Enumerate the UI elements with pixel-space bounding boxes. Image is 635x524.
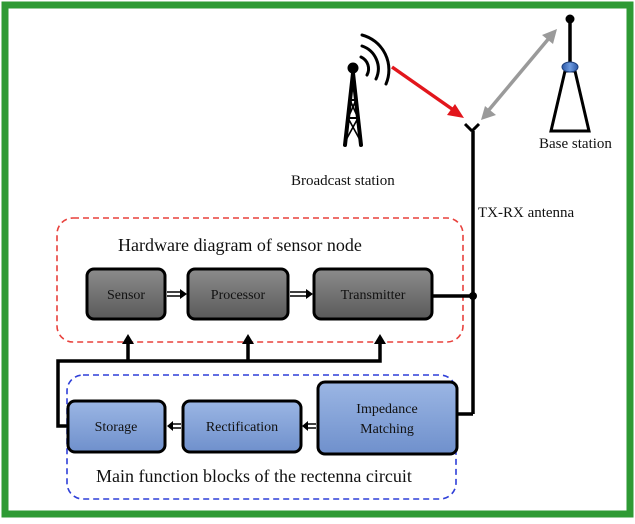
sensor-to-processor-arrow [167,289,187,299]
sensor-node-group [56,217,464,343]
broadcast-tower-icon [343,33,391,147]
sensor-block: Sensor [85,267,167,321]
svg-text:Matching: Matching [360,422,414,437]
rectenna-group-title: Main function blocks of the rectenna cir… [96,466,412,486]
sensor-group-title: Hardware diagram of sensor node [118,235,362,255]
supply-arrowheads [122,334,386,344]
antenna-junction [469,292,477,300]
broadcast-station-label: Broadcast station [291,173,395,189]
svg-text:Processor: Processor [211,288,266,303]
processor-block: Processor [186,267,290,321]
impedance-to-rectification-arrow [302,421,316,431]
svg-text:Rectification: Rectification [206,420,278,435]
rectification-to-storage-arrow [167,421,181,431]
base-station-link-arrow [481,29,557,120]
broadcast-signal-arrow [390,65,464,118]
impedance-matching-block: Impedance Matching [316,380,459,456]
base-station-label: Base station [539,136,612,152]
svg-text:Sensor: Sensor [107,288,145,303]
svg-text:Impedance: Impedance [356,402,417,417]
svg-text:Transmitter: Transmitter [341,288,406,303]
svg-text:Storage: Storage [95,420,138,435]
wiring [56,131,475,428]
antenna-icon [463,122,481,133]
antenna-label: TX-RX antenna [478,205,575,221]
transmitter-block: Transmitter [312,267,434,321]
storage-block: Storage [66,399,167,454]
base-station-icon [549,14,591,133]
rectification-block: Rectification [181,399,303,454]
processor-to-transmitter-arrow [290,289,313,299]
